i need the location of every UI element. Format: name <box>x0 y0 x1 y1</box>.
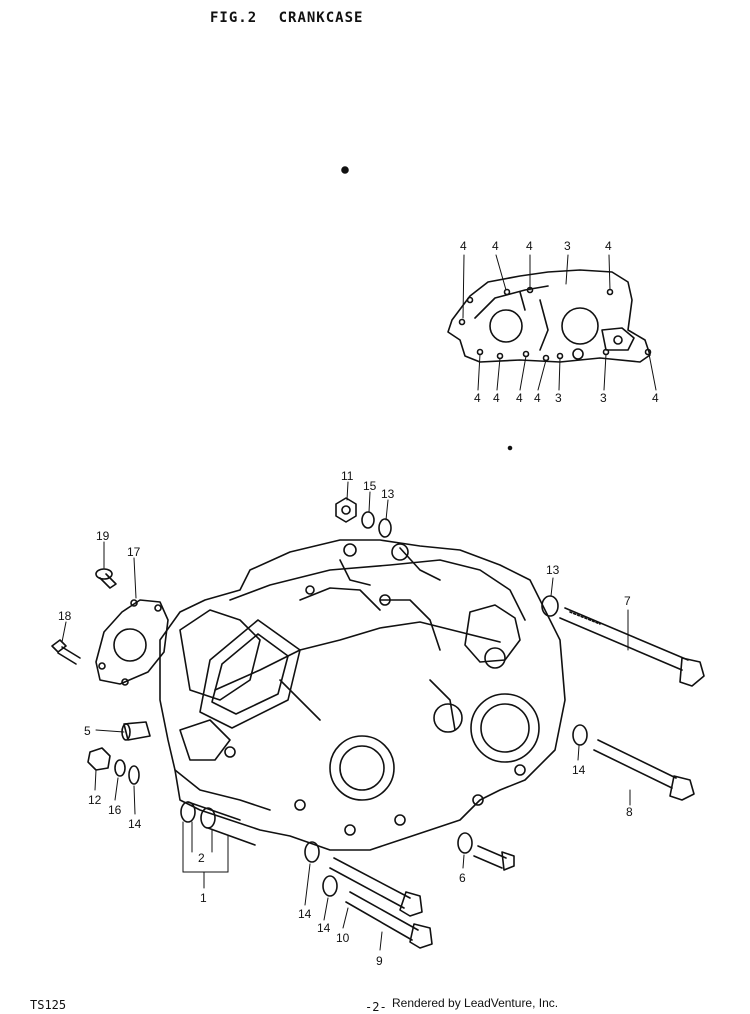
callout-17: 17 <box>127 545 141 559</box>
callout-19: 19 <box>96 529 110 543</box>
leader-lines <box>61 481 631 951</box>
callout-7: 7 <box>624 594 631 608</box>
model-code: TS125 <box>30 998 67 1012</box>
inset-callout-bottom: 4 <box>474 391 481 405</box>
callout-6: 6 <box>459 871 466 885</box>
callout-18: 18 <box>58 609 72 623</box>
inset-callout-bottom: 4 <box>534 391 541 405</box>
inset-callout-bottom: 3 <box>555 391 562 405</box>
callout-14-right: 14 <box>572 763 586 777</box>
callout-1: 1 <box>200 891 207 905</box>
part-5-dowel <box>121 721 151 741</box>
part-16-washer <box>114 759 126 777</box>
inset-callout-bottom: 3 <box>600 391 607 405</box>
part-10-bolt <box>329 857 423 917</box>
render-credit: Rendered by LeadVenture, Inc. <box>392 996 559 1010</box>
callout-16: 16 <box>108 803 122 817</box>
inset-crankcase-side-view <box>447 269 652 363</box>
figure-name: CRANKCASE <box>278 10 364 26</box>
part-9-bolt <box>345 891 433 949</box>
part-13-washer <box>378 518 392 538</box>
callout-14-lower: 14 <box>298 907 312 921</box>
callout-5: 5 <box>84 724 91 738</box>
inset-callout-bottom: 4 <box>652 391 659 405</box>
inset-callout-top: 4 <box>460 239 467 253</box>
part-14-washer <box>128 765 140 785</box>
page-number: -2- <box>365 1000 387 1014</box>
part-18-bolt <box>51 639 81 665</box>
inset-callout-bottom: 4 <box>493 391 500 405</box>
crankcase-halves <box>159 539 566 851</box>
part-11-nut <box>335 497 357 523</box>
inset-callout-top: 4 <box>492 239 499 253</box>
stray-dot <box>341 166 349 174</box>
callout-10: 10 <box>336 931 350 945</box>
inset-callout-top: 4 <box>605 239 612 253</box>
part-15-washer <box>361 511 375 529</box>
inset-leader-lines <box>462 254 657 391</box>
callout-2: 2 <box>198 851 205 865</box>
inset-callout-bottom: 4 <box>516 391 523 405</box>
part-19-screw <box>95 568 117 589</box>
callout-11: 11 <box>341 469 354 483</box>
part-14-washer-right <box>572 724 588 746</box>
callout-15: 15 <box>363 479 377 493</box>
part-8-bolt <box>593 739 695 801</box>
callout-13-right: 13 <box>546 563 560 577</box>
part-14-washer-lower <box>304 841 320 863</box>
part-17-intake-plate <box>95 599 169 686</box>
part-12-nut <box>87 747 111 771</box>
part-14-washer-lowest <box>322 875 338 897</box>
callout-9: 9 <box>376 954 383 968</box>
callout-8: 8 <box>626 805 633 819</box>
part-14-washer-bottom <box>457 832 473 854</box>
inset-callout-top: 4 <box>526 239 533 253</box>
callout-14: 14 <box>128 817 142 831</box>
part-13-washer-right <box>541 595 559 617</box>
part-6-short-bolt <box>473 845 515 871</box>
part-2-dowels <box>180 801 256 846</box>
figure-title: FIG.2 CRANKCASE <box>210 10 363 26</box>
callout-14-lowest: 14 <box>317 921 331 935</box>
part-7-long-bolt <box>559 607 705 687</box>
inset-callout-top: 3 <box>564 239 571 253</box>
callout-12: 12 <box>88 793 102 807</box>
stray-dot <box>507 445 513 451</box>
callout-13: 13 <box>381 487 395 501</box>
figure-number: FIG.2 <box>210 10 258 26</box>
